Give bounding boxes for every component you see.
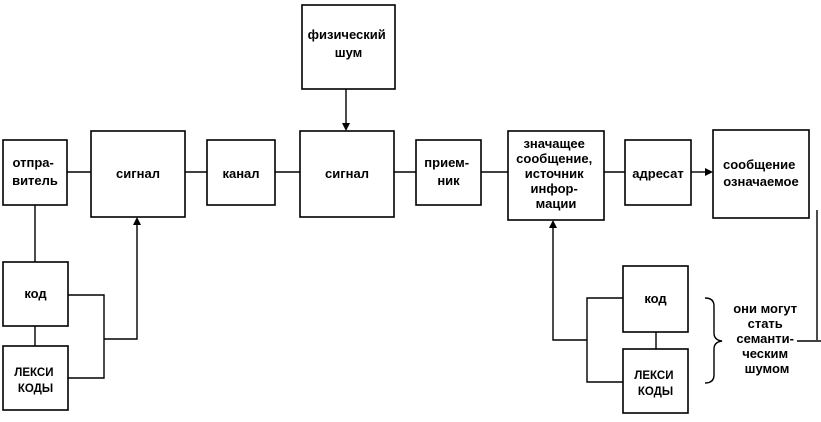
channel-box [206, 139, 276, 206]
labels: физический шум отпра- витель сигнал кана… [12, 27, 801, 398]
sender-label: отпра- витель [12, 155, 58, 188]
codes-up-to-signal-arrowhead [133, 217, 141, 225]
meaningful-message-box [507, 130, 605, 221]
code-right-label: код [644, 291, 667, 306]
physical-noise-box [301, 4, 396, 90]
note-to-signified-path [797, 340, 821, 342]
codes-up-to-message-path [552, 227, 587, 341]
codes-up-to-signal-path [104, 224, 138, 340]
code-right-feedback-path [586, 297, 623, 383]
signal-left-label: сигнал [116, 166, 160, 181]
signified-message-label: сообщение означаемое [723, 157, 799, 189]
signal-right-label: сигнал [325, 166, 369, 181]
receiver-box [415, 139, 482, 206]
physical-noise-label: физический шум [308, 27, 390, 60]
addressee-box [624, 139, 692, 206]
receiver-label: прием- ник [424, 155, 472, 188]
curly-brace [704, 297, 723, 384]
code-to-signal-path [68, 294, 105, 379]
lexicodes-right-label: ЛЕКСИ КОДЫ [634, 370, 676, 398]
boxes [2, 4, 810, 414]
code-right-box [622, 265, 689, 333]
meaningful-message-label: значащее сообщение, источник инфор- маци… [516, 136, 596, 211]
signified-message-box [712, 129, 810, 219]
codes-up-to-message-arrowhead [549, 220, 557, 228]
addressee-to-signified-arrowhead [705, 168, 713, 176]
sender-box [2, 139, 68, 206]
semantic-noise-note: они могут стать семанти- ческим шумом [733, 301, 801, 376]
channel-label: канал [222, 166, 259, 181]
signal-right-box [299, 130, 395, 218]
connectors [34, 89, 821, 384]
noise-to-signal-arrowhead [342, 123, 350, 131]
code-left-box [2, 261, 69, 327]
signal-left-box [90, 130, 186, 218]
code-left-label: код [24, 286, 47, 301]
lexicodes-left-label: ЛЕКСИ КОДЫ [14, 367, 56, 395]
lexicodes-right-box [622, 348, 689, 414]
addressee-label: адресат [632, 166, 683, 181]
lexicodes-left-box [2, 345, 69, 411]
